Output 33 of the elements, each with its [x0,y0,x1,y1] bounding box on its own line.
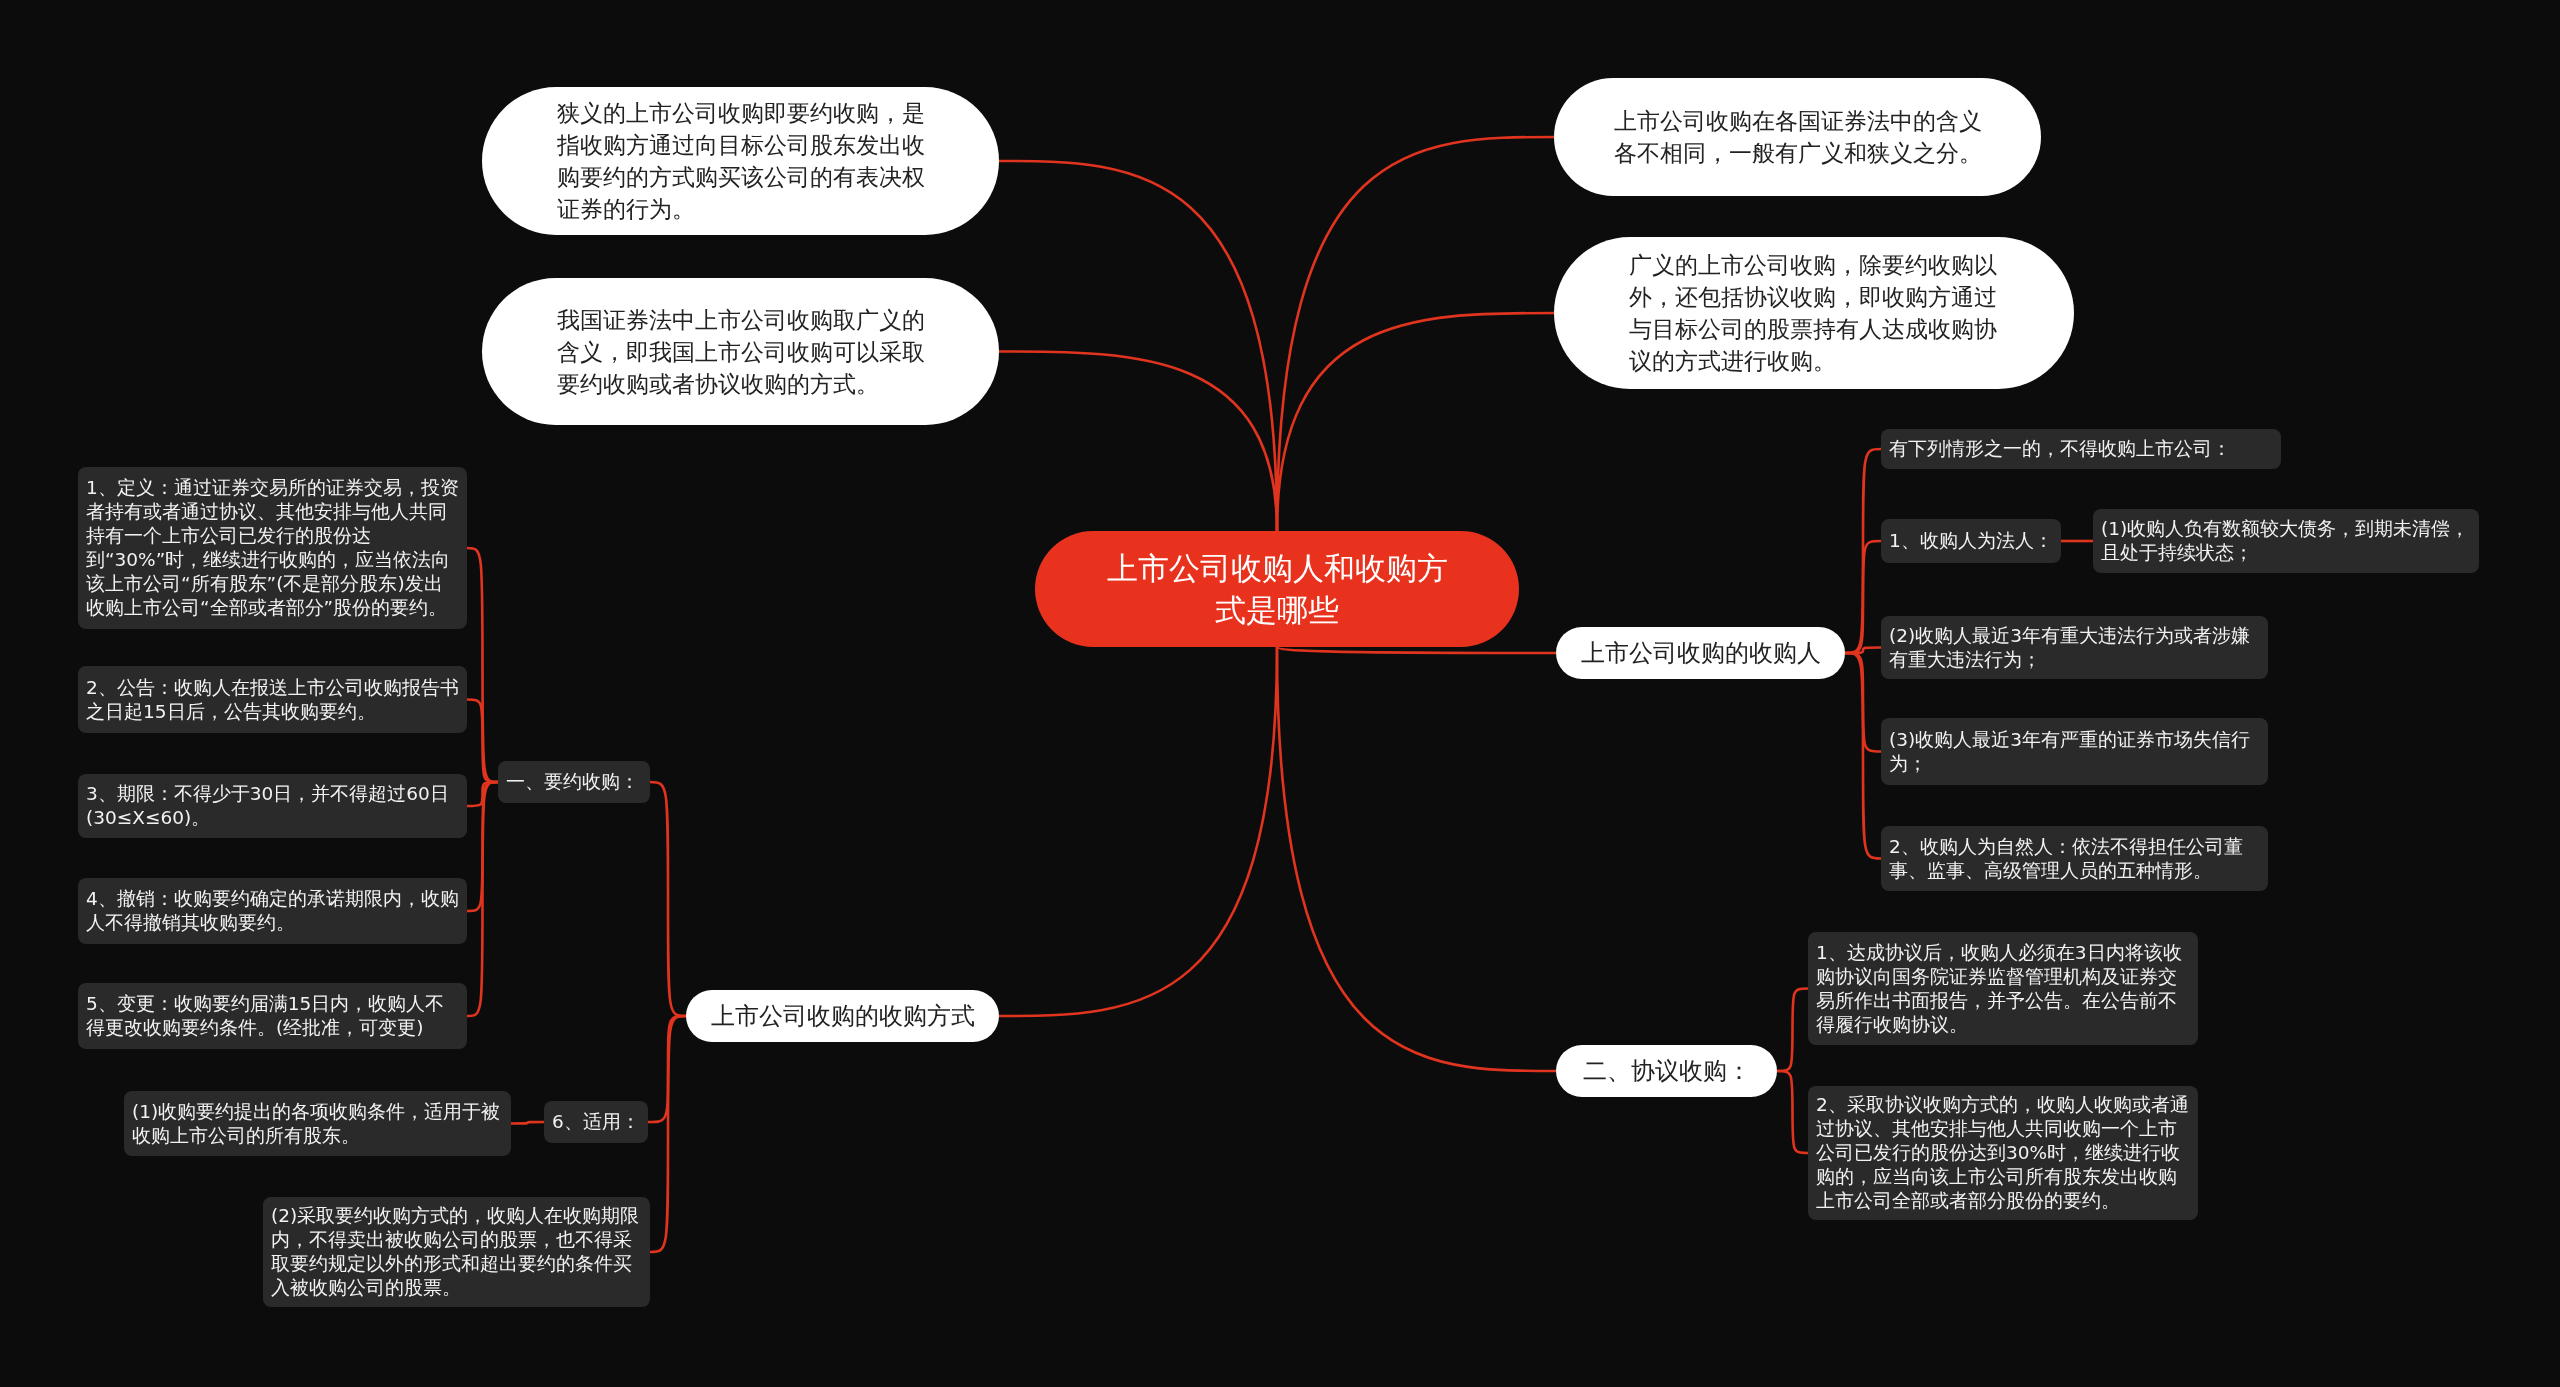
connector-line [649,1014,687,1254]
detail-box: (2)收购人最近3年有重大违法行为或者涉嫌有重大违法行为； [1881,616,2268,679]
detail-box: 6、适用： [544,1101,648,1143]
detail-box: 一、要约收购： [498,761,650,803]
detail-box: 2、公告：收购人在报送上市公司收购报告书之日起15日后，公告其收购要约。 [78,666,467,733]
topic-bubble: 广义的上市公司收购，除要约收购以外，还包括协议收购，即收购方通过与目标公司的股票持有人达成收购协议的方式进行收购。 [1554,237,2074,389]
detail-box: 2、收购人为自然人：依法不得担任公司董事、监事、高级管理人员的五种情形。 [1881,826,2268,891]
branch-topic: 上市公司收购的收购方式 [686,990,999,1042]
topic-bubble: 狭义的上市公司收购即要约收购，是指收购方通过向目标公司股东发出收购要约的方式购买该公司的有表决权证券的行为。 [482,87,999,235]
connector-line [2061,539,2093,543]
detail-box: (1)收购要约提出的各项收购条件，适用于被收购上市公司的所有股东。 [124,1091,511,1156]
detail-box: 1、收购人为法人： [1881,519,2061,563]
detail-box: 有下列情形之一的，不得收购上市公司： [1881,429,2281,469]
detail-box: 3、期限：不得少于30日，并不得超过60日(30≤X≤60)。 [78,774,467,838]
central-topic: 上市公司收购人和收购方式是哪些 [1035,531,1519,647]
connector-line [1275,311,1554,532]
detail-box: 4、撤销：收购要约确定的承诺期限内，收购人不得撤销其收购要约。 [78,878,467,944]
branch-topic: 二、协议收购： [1556,1045,1777,1097]
topic-bubble: 我国证券法中上市公司收购取广义的含义，即我国上市公司收购可以采取要约收购或者协议收购的方式。 [482,278,999,425]
connector-line [511,1120,544,1125]
connector-line [1276,645,1556,655]
detail-box: 1、定义：通过证券交易所的证券交易，投资者持有或者通过协议、其他安排与他人共同持有一个上市公司已发行的股份达到“30%”时，继续进行收购的，应当依法向该上市公司“所有股东”(不是部分股东)发出收购上市公司“全部或者部分”股份的要约。 [78,467,467,629]
connector-line [999,646,1279,1018]
detail-box: (1)收购人负有数额较大债务，到期未清偿，且处于持续状态； [2093,509,2479,573]
connector-line [466,780,499,1018]
detail-box: 1、达成协议后，收购人必须在3日内将该收购协议向国务院证券监督管理机构及证券交易所作出书面报告，并予公告。在公告前不得履行收购协议。 [1808,932,2198,1045]
detail-box: (2)采取要约收购方式的，收购人在收购期限内，不得卖出被收购公司的股票，也不得采取要约规定以外的形式和超出要约的条件买入被收购公司的股票。 [263,1197,650,1307]
topic-bubble: 上市公司收购在各国证券法中的含义各不相同，一般有广义和狭义之分。 [1554,78,2041,196]
connector-line [1845,651,1881,860]
detail-box: 5、变更：收购要约届满15日内，收购人不得更改收购要约条件。(经批准，可变更) [78,983,467,1049]
detail-box: (3)收购人最近3年有严重的证券市场失信行为； [1881,718,2268,785]
detail-box: 2、采取协议收购方式的，收购人收购或者通过协议、其他安排与他人共同收购一个上市公司已发行的股份达到30%时，继续进行收购的，应当向该上市公司所有股东发出收购上市公司全部或者部分股份的要约。 [1808,1086,2198,1220]
branch-topic: 上市公司收购的收购人 [1556,627,1845,679]
